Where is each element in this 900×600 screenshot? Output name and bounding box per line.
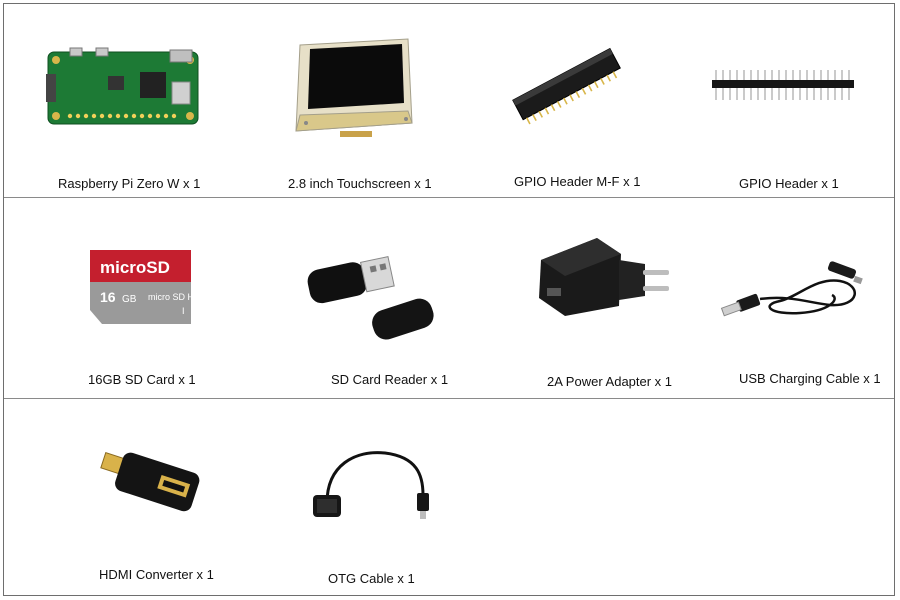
item-label-raspberry-pi: Raspberry Pi Zero W x 1 bbox=[58, 176, 201, 191]
sd-unit-text: GB bbox=[122, 294, 137, 305]
gpio-header-mf-image bbox=[510, 40, 625, 130]
item-label-otg-cable: OTG Cable x 1 bbox=[328, 571, 415, 586]
row-divider-1 bbox=[4, 197, 894, 198]
power-adapter-image bbox=[535, 230, 675, 320]
item-label-power-adapter: 2A Power Adapter x 1 bbox=[547, 374, 673, 389]
product-grid-frame bbox=[3, 3, 895, 596]
item-label-card-reader: SD Card Reader x 1 bbox=[331, 372, 449, 387]
hdmi-converter-image bbox=[95, 450, 205, 525]
sd-class-text: I bbox=[182, 306, 185, 316]
microsd-card-image: microSD 16 GB micro SD HC I bbox=[88, 248, 193, 326]
gpio-header-image bbox=[712, 68, 857, 108]
usb-cable-image bbox=[720, 255, 870, 330]
item-label-gpio-mf: GPIO Header M-F x 1 bbox=[514, 174, 641, 189]
sd-logo-text: micro SD HC bbox=[148, 292, 193, 302]
item-label-gpio: GPIO Header x 1 bbox=[739, 176, 839, 191]
item-label-sd-card: 16GB SD Card x 1 bbox=[88, 372, 196, 387]
item-label-touchscreen: 2.8 inch Touchscreen x 1 bbox=[288, 176, 432, 191]
touchscreen-image bbox=[280, 35, 420, 140]
item-label-usb-cable: USB Charging Cable x 1 bbox=[739, 371, 881, 386]
item-label-hdmi-converter: HDMI Converter x 1 bbox=[99, 567, 214, 582]
sd-brand-text: microSD bbox=[100, 258, 170, 277]
otg-cable-image bbox=[305, 445, 440, 535]
row-divider-2 bbox=[4, 398, 894, 399]
raspberry-pi-zero-image bbox=[40, 40, 210, 135]
card-reader-image bbox=[300, 245, 440, 345]
sd-capacity-text: 16 bbox=[100, 289, 116, 305]
